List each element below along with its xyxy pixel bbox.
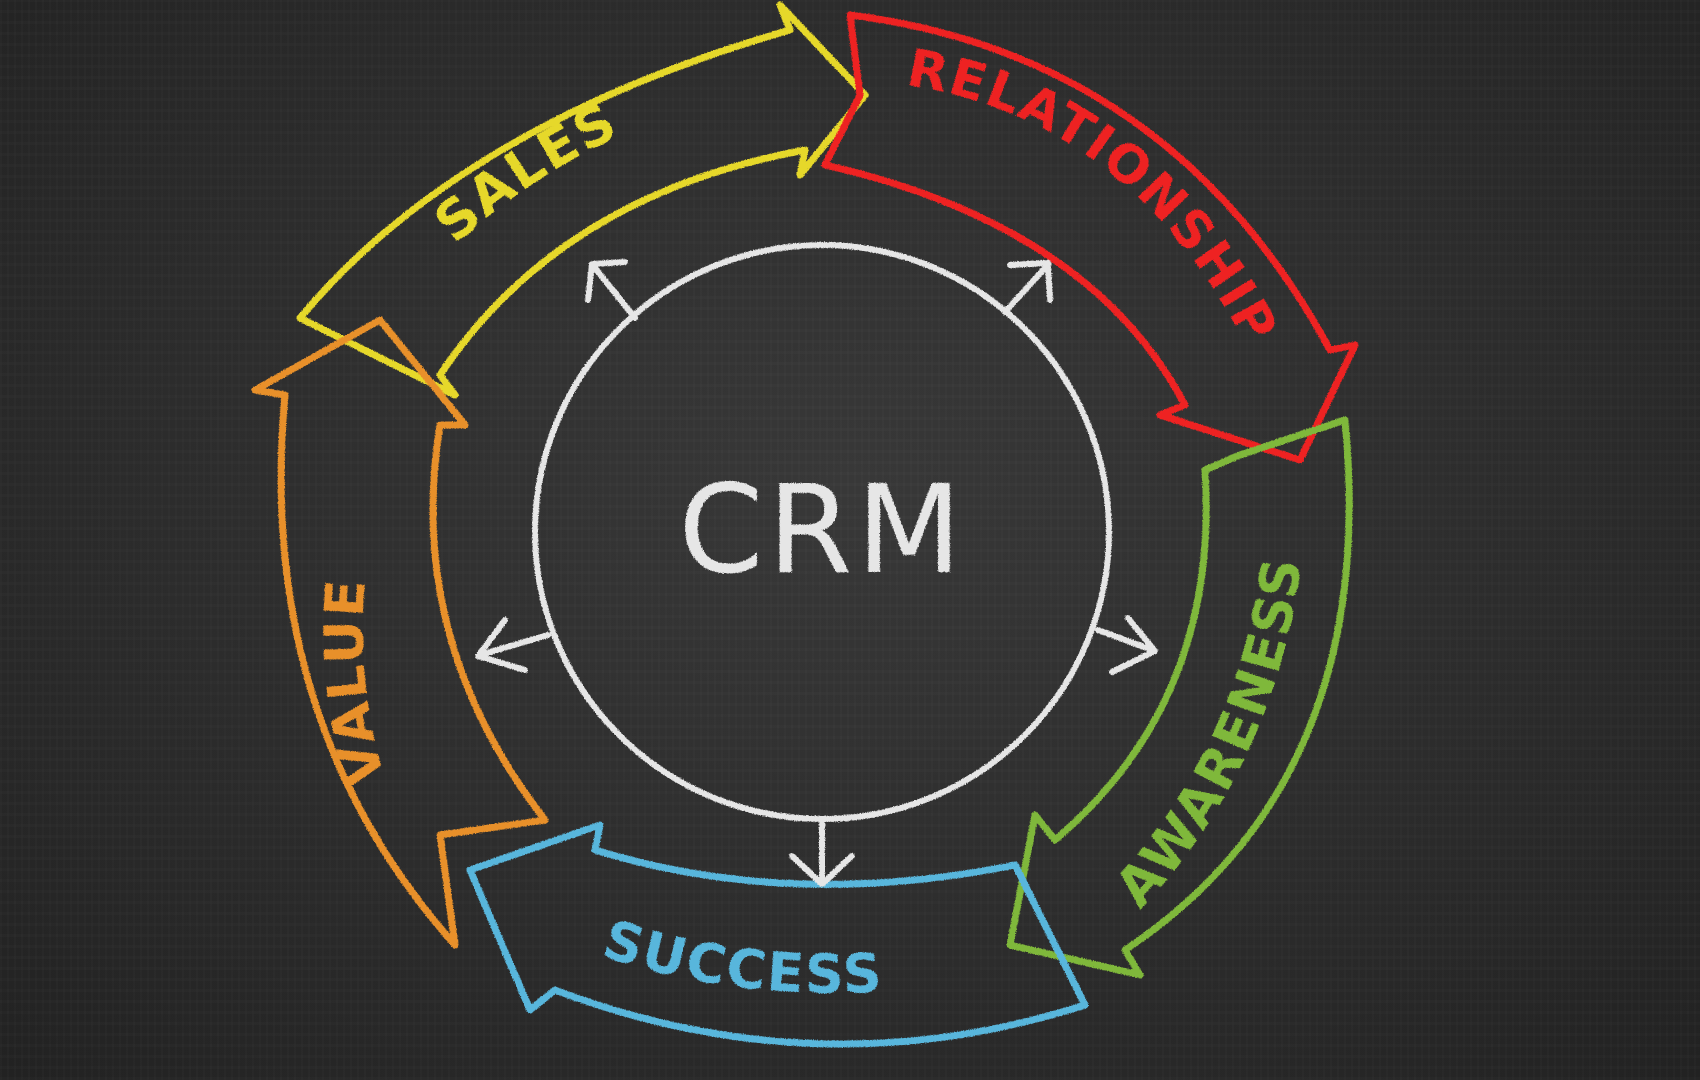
stage-arrow-sales: SALES: [296, 1, 869, 399]
center-label: CRM: [678, 459, 965, 601]
sales-arrow-shape: [296, 1, 869, 399]
arrow-down-icon: [789, 819, 855, 887]
value-arrow-shape: [251, 316, 549, 949]
stage-label-success: SUCCESS: [596, 908, 885, 1006]
success-arrow-shape: [466, 821, 1089, 1048]
stage-arrow-value: VALUE: [251, 316, 549, 949]
awareness-arrow-shape: [1006, 416, 1353, 979]
stage-label-sales: SALES: [422, 89, 627, 254]
stage-arrow-awareness: AWARENESS: [1006, 416, 1353, 979]
arrow-left-icon: [475, 617, 551, 673]
stage-label-relationship: RELATIONSHIP: [903, 38, 1289, 354]
stage-label-value: VALUE: [312, 576, 397, 793]
relationship-arrow-shape: [821, 11, 1359, 464]
center-node: CRM: [475, 242, 1158, 887]
stage-arrow-relationship: RELATIONSHIP: [821, 11, 1359, 464]
arrow-right-icon: [1095, 615, 1158, 675]
stage-label-awareness: AWARENESS: [1103, 553, 1315, 919]
arrow-up-right-icon: [1002, 260, 1053, 315]
arrow-up-left-icon: [585, 259, 638, 321]
stage-arrow-success: SUCCESS: [466, 821, 1089, 1048]
